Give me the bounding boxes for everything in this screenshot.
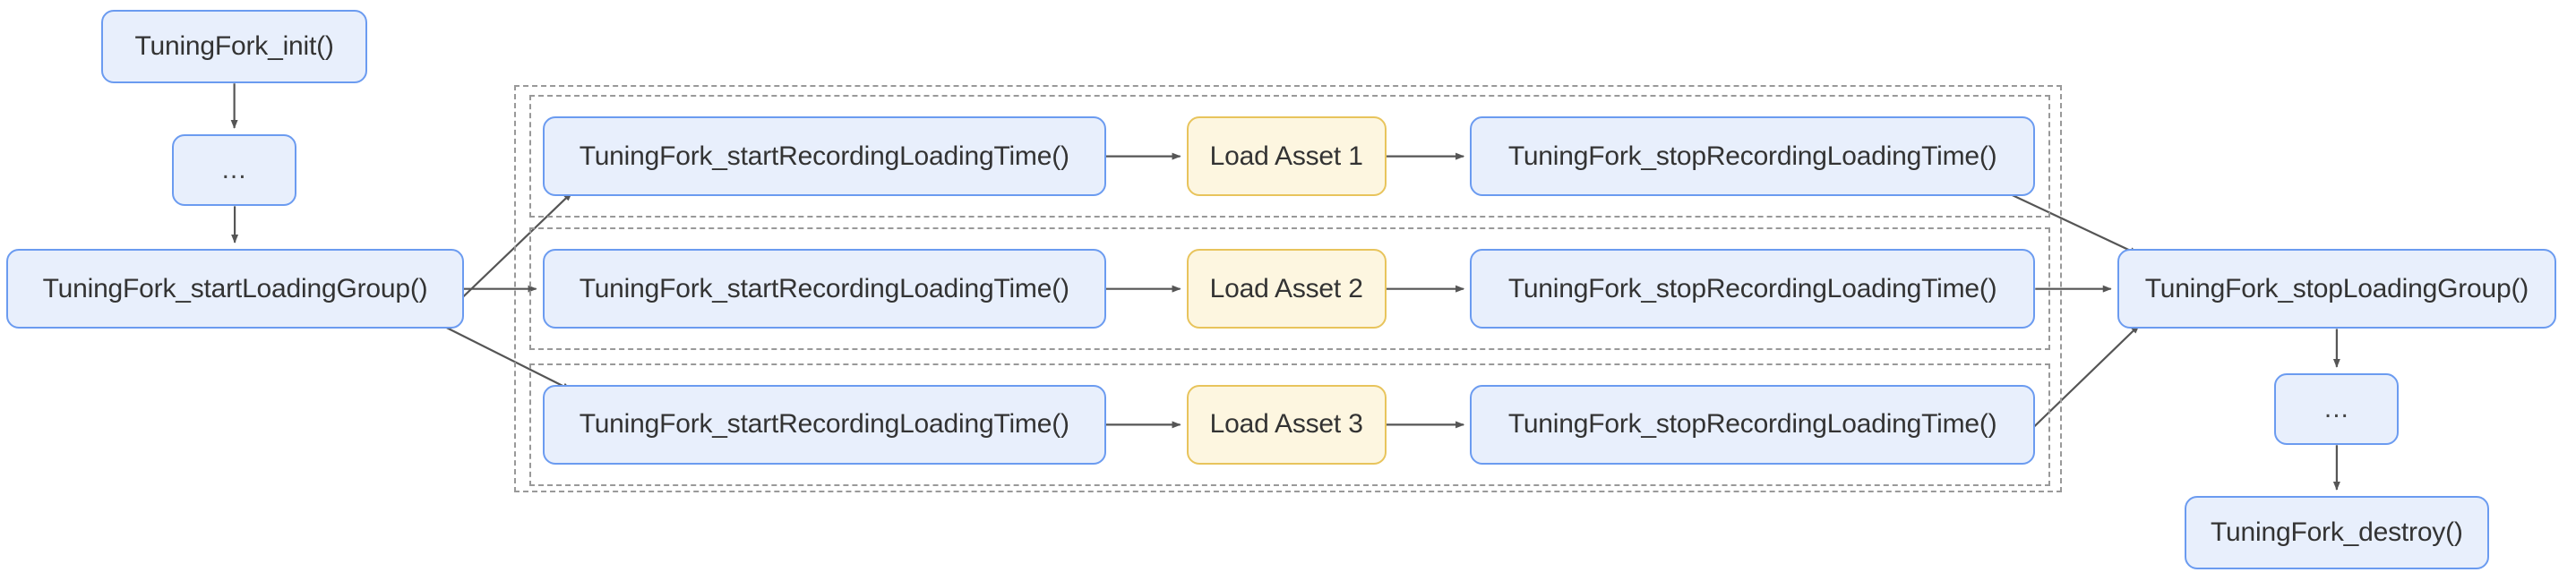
node-start1[interactable]: TuningFork_startRecordingLoadingTime() (542, 115, 1106, 197)
node-start2[interactable]: TuningFork_startRecordingLoadingTime() (542, 248, 1106, 329)
node-start3[interactable]: TuningFork_startRecordingLoadingTime() (542, 384, 1106, 466)
node-dots_left[interactable]: ... (172, 133, 297, 207)
node-asset3[interactable]: Load Asset 3 (1186, 384, 1387, 466)
node-stopGroup[interactable]: TuningFork_stopLoadingGroup() (2117, 248, 2557, 329)
node-stop1[interactable]: TuningFork_stopRecordingLoadingTime() (1470, 115, 2036, 197)
node-init[interactable]: TuningFork_init() (101, 9, 367, 84)
node-stop2[interactable]: TuningFork_stopRecordingLoadingTime() (1470, 248, 2036, 329)
node-dots_right[interactable]: ... (2274, 372, 2400, 446)
subgraph-group1 (528, 95, 2050, 218)
node-destroy[interactable]: TuningFork_destroy() (2184, 495, 2490, 570)
subgraph-outer (514, 85, 2062, 493)
node-startGroup[interactable]: TuningFork_startLoadingGroup() (6, 248, 464, 329)
node-stop3[interactable]: TuningFork_stopRecordingLoadingTime() (1470, 384, 2036, 466)
node-asset2[interactable]: Load Asset 2 (1186, 248, 1387, 329)
node-asset1[interactable]: Load Asset 1 (1186, 115, 1387, 197)
